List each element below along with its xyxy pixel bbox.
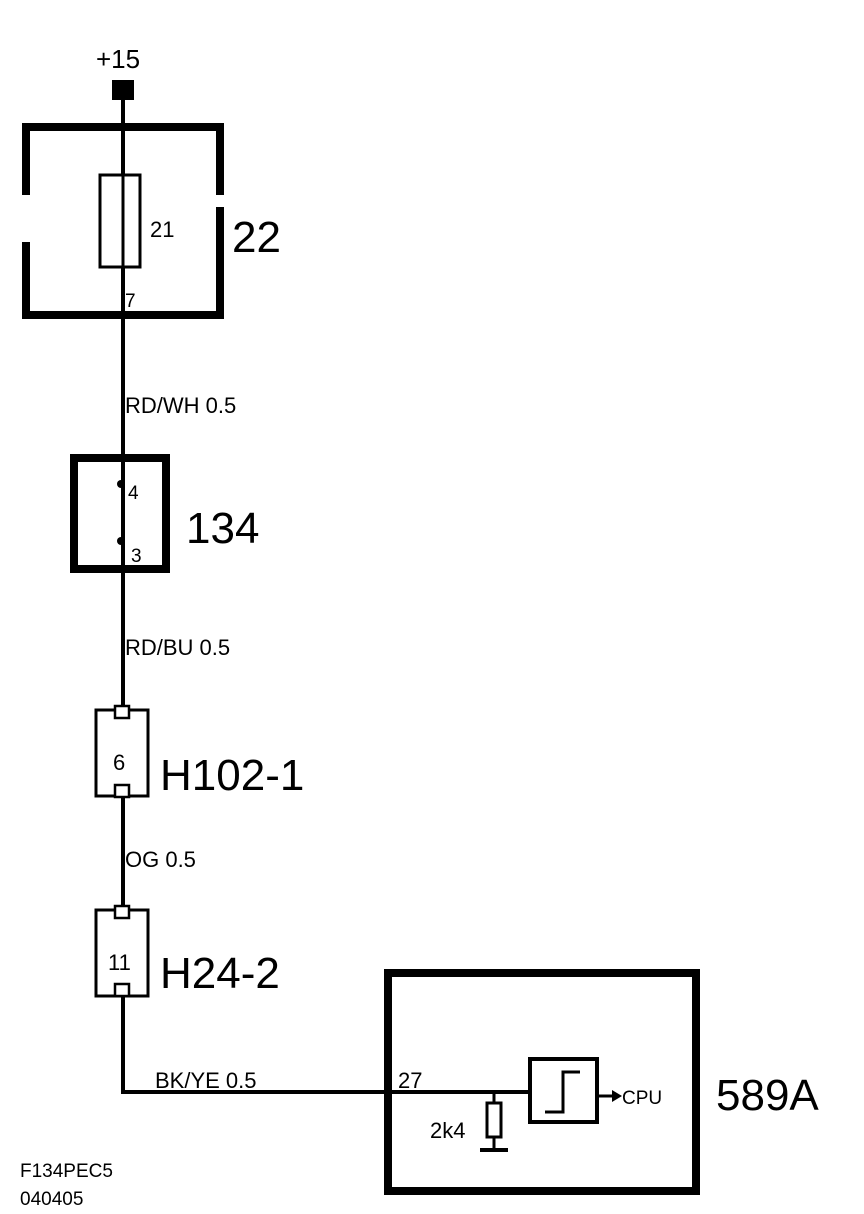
fuse-21: [98, 173, 142, 269]
arrow-right-icon: [612, 1090, 622, 1102]
resistor-label: 2k4: [430, 1118, 465, 1143]
connector1-label: H102-1: [160, 751, 304, 800]
switch-pin-3-dot: [117, 537, 125, 545]
switch-pin-top: 4: [128, 483, 139, 504]
connector2-label: H24-2: [160, 949, 280, 998]
module-label: 589A: [716, 1071, 819, 1120]
fuse-box-label: 22: [232, 213, 281, 262]
switch-box-label: 134: [186, 504, 259, 553]
supply-label: +15: [96, 44, 140, 74]
wire2-label: RD/BU 0.5: [125, 635, 230, 660]
switch-box-134: [70, 454, 170, 573]
wire1-label: RD/WH 0.5: [125, 393, 236, 418]
fuse-box-pin: 7: [125, 291, 136, 312]
supply-terminal: [112, 80, 134, 100]
switch-pin-bottom: 3: [131, 546, 142, 567]
wire4-label: BK/YE 0.5: [155, 1068, 257, 1093]
connector2-pin: 11: [108, 950, 131, 975]
resistor-2k4: [485, 1101, 503, 1139]
module-pin: 27: [398, 1068, 422, 1093]
module-589a: [384, 969, 700, 1195]
switch-pin-4-dot: [117, 480, 125, 488]
connector1-pin: 6: [113, 750, 125, 775]
footer-line2: 040405: [20, 1189, 83, 1210]
fuse-label: 21: [150, 217, 174, 242]
footer-line1: F134PEC5: [20, 1161, 113, 1182]
wire3-label: OG 0.5: [125, 847, 196, 872]
fuse-box-22: [16, 123, 227, 319]
cpu-label: CPU: [622, 1088, 662, 1109]
